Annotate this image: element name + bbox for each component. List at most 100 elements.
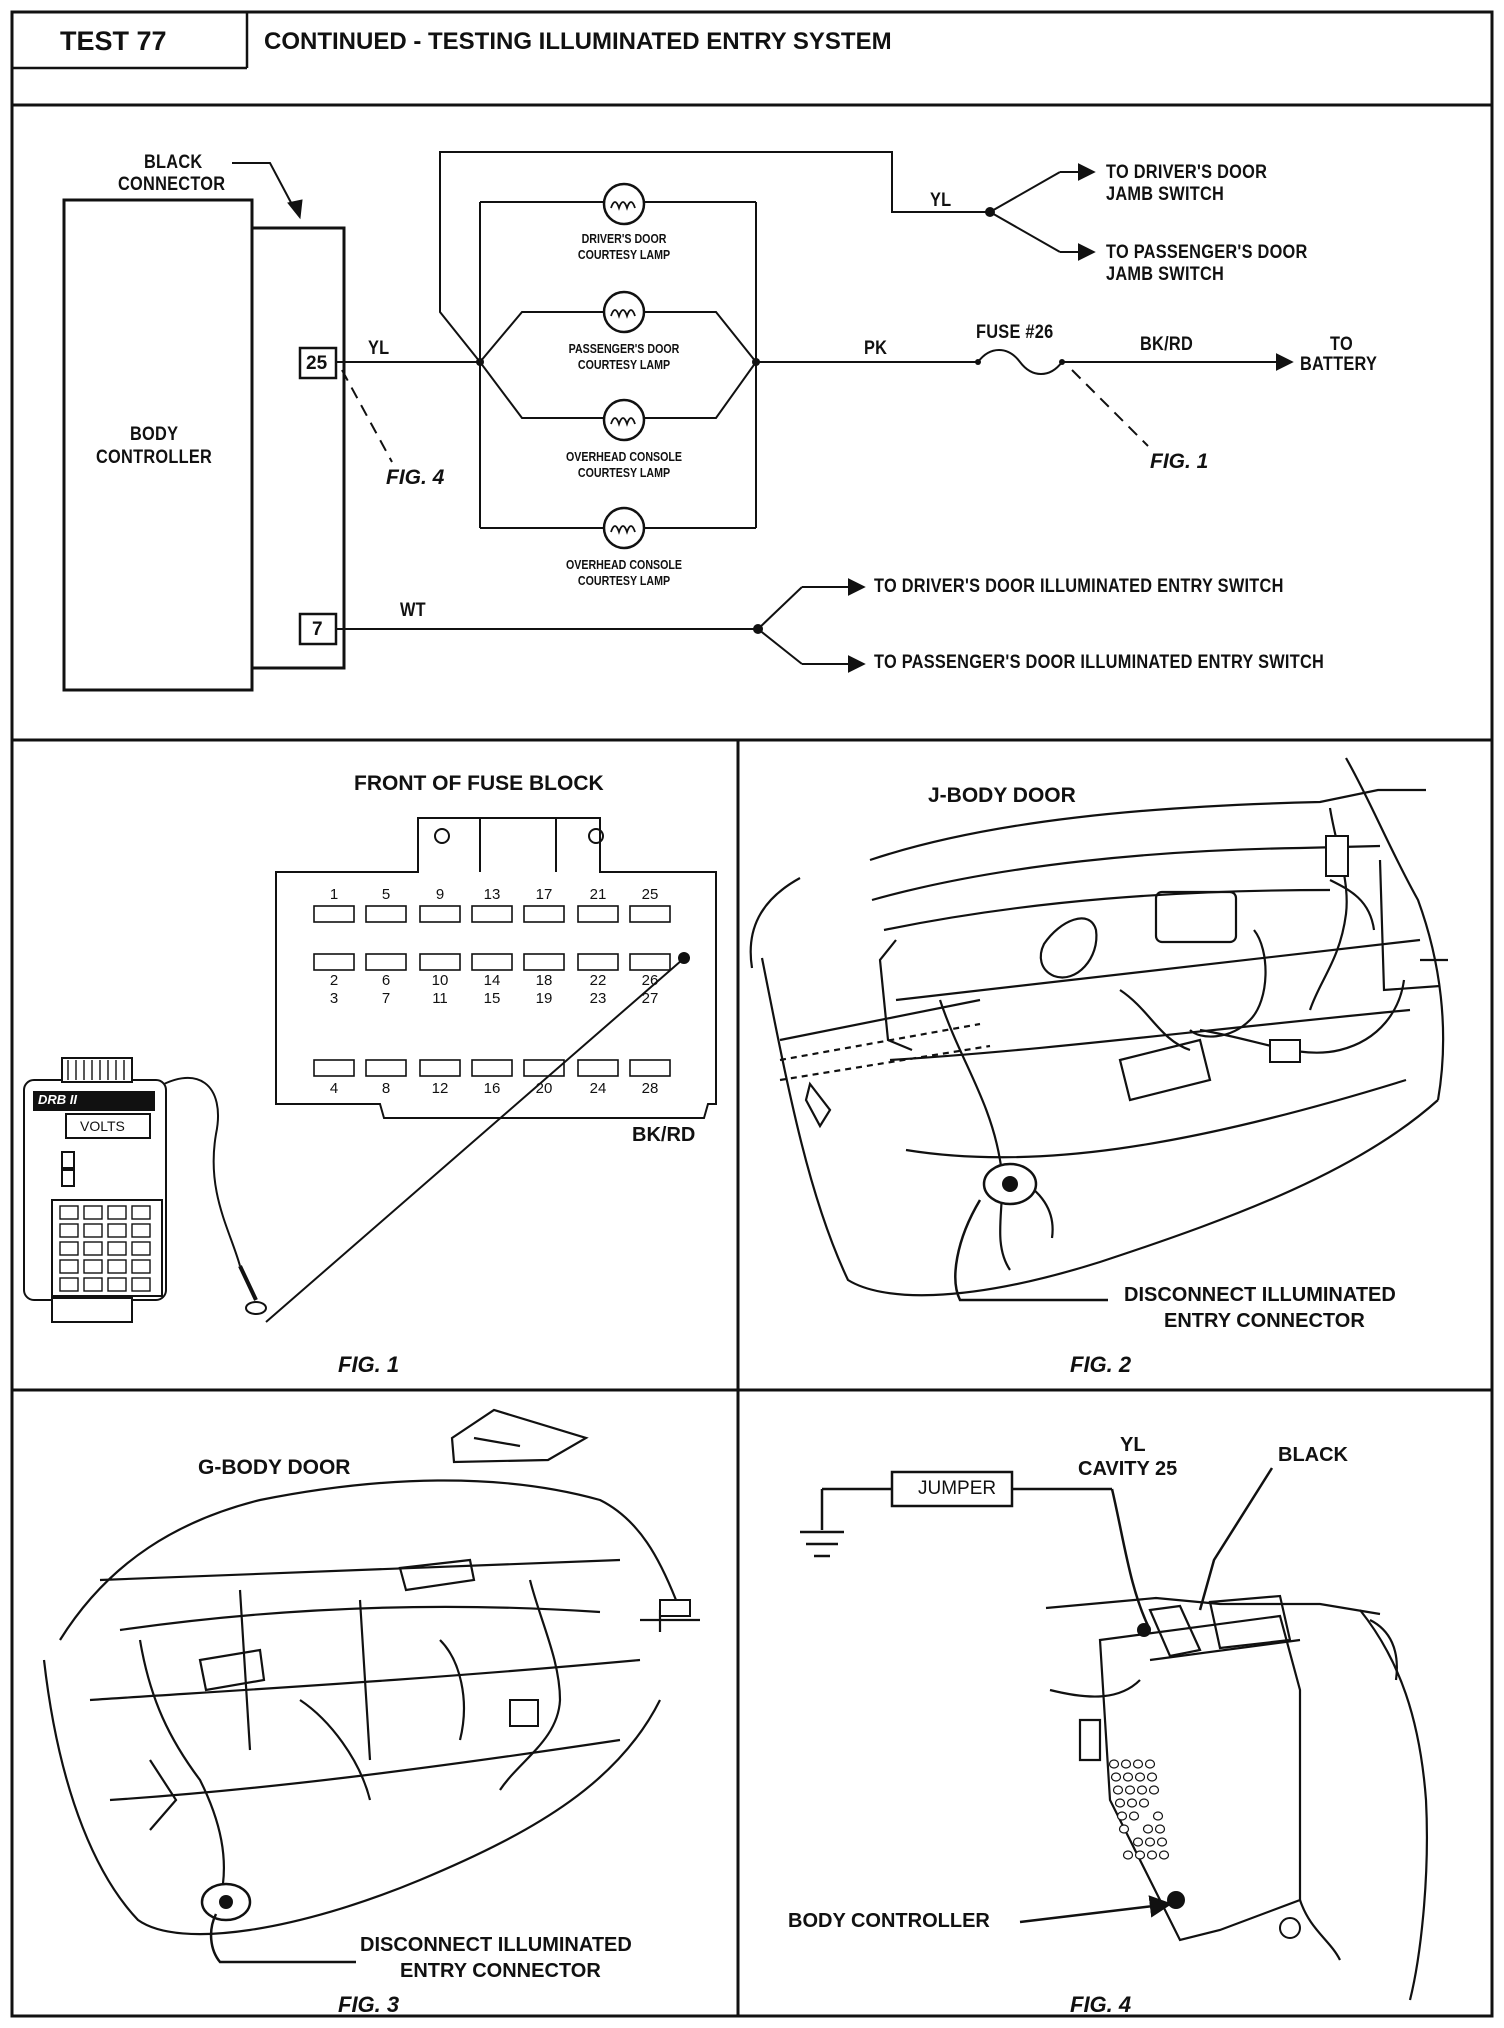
fuse-number-22: 22	[589, 972, 607, 989]
black-connector-label-line1: BLACK	[144, 152, 203, 173]
junction-dots	[476, 207, 1065, 634]
body-controller-schematic	[62, 162, 346, 692]
fig4-body-controller-label: BODY CONTROLLER	[788, 1910, 990, 1932]
lamp-overhead-1-line1: OVERHEAD CONSOLE	[565, 449, 683, 464]
vent-hole	[1158, 1850, 1170, 1860]
wire-pk-label: PK	[864, 338, 888, 359]
keypad-key	[131, 1205, 151, 1220]
fig2-callout-line1: DISCONNECT ILLUMINATED	[1124, 1284, 1396, 1306]
dest-drivers-ie-switch: TO DRIVER'S DOOR ILLUMINATED ENTRY SWITC…	[874, 576, 1284, 597]
fuse-number-13: 13	[483, 886, 501, 903]
keypad-key	[131, 1277, 151, 1292]
body-controller-label-line2: CONTROLLER	[96, 447, 213, 468]
fuse-number-1: 1	[329, 886, 339, 903]
page-title: CONTINUED - TESTING ILLUMINATED ENTRY SY…	[264, 28, 892, 55]
keypad-key	[131, 1259, 151, 1274]
fuse-slot	[419, 1059, 461, 1077]
fuse-number-15: 15	[483, 990, 501, 1007]
dest-drivers-jamb-line2: JAMB SWITCH	[1106, 184, 1225, 205]
dest-passengers-jamb-line2: JAMB SWITCH	[1106, 264, 1225, 285]
fuse-number-28: 28	[641, 1080, 659, 1097]
lamp-passenger-door-line1: PASSENGER'S DOOR	[568, 341, 680, 356]
keypad-key	[107, 1277, 127, 1292]
dest-drivers-jamb-line1: TO DRIVER'S DOOR	[1106, 162, 1268, 183]
controller-vent-holes	[1108, 1759, 1170, 1860]
mount-bolt	[1279, 1917, 1301, 1939]
fig3-caption: FIG. 3	[338, 1992, 400, 2017]
probe-point	[678, 952, 690, 964]
fuse-slot	[629, 905, 671, 923]
pin-7: 7	[312, 619, 323, 640]
courtesy-lamp-symbols	[602, 182, 646, 550]
pin-25: 25	[306, 353, 328, 374]
fuse-number-7: 7	[381, 990, 391, 1007]
to-battery-line1: TO	[1330, 334, 1353, 355]
fig4-black-label: BLACK	[1278, 1444, 1348, 1466]
wire-wt-label: WT	[400, 600, 426, 621]
meter-brand: DRB II	[38, 1092, 77, 1107]
vent-hole	[1154, 1824, 1166, 1834]
vent-hole	[1142, 1824, 1154, 1834]
fuse-number-18: 18	[535, 972, 553, 989]
fuse-number-2: 2	[329, 972, 339, 989]
vent-hole	[1128, 1811, 1140, 1821]
vent-hole	[1122, 1772, 1134, 1782]
keypad-key	[131, 1241, 151, 1256]
wire-bkrd-label: BK/RD	[1140, 334, 1194, 355]
fuse-number-3: 3	[329, 990, 339, 1007]
vent-hole	[1122, 1850, 1134, 1860]
fig1-caption: FIG. 1	[338, 1352, 400, 1377]
fig4-yl-label: YL	[1120, 1434, 1146, 1456]
vent-hole	[1118, 1824, 1130, 1834]
vent-hole	[1134, 1850, 1146, 1860]
fuse-number-14: 14	[483, 972, 501, 989]
fuse-number-11: 11	[432, 990, 448, 1007]
fig2-title: J-BODY DOOR	[928, 784, 1076, 807]
vent-hole	[1134, 1772, 1146, 1782]
fuse-block	[275, 817, 717, 1119]
fuse-number-17: 17	[535, 886, 553, 903]
keypad-key	[83, 1259, 103, 1274]
fig3-callout-line2: ENTRY CONNECTOR	[400, 1960, 601, 1982]
g-body-connectors	[200, 1599, 691, 1922]
vent-hole	[1120, 1759, 1132, 1769]
keypad-key	[83, 1205, 103, 1220]
fuse-slot	[577, 953, 619, 971]
wire-yl-label: YL	[368, 338, 390, 359]
fuse-slots	[313, 905, 671, 1077]
vent-hole	[1110, 1772, 1122, 1782]
fuse-number-6: 6	[381, 972, 391, 989]
fuse-number-23: 23	[589, 990, 607, 1007]
vent-hole	[1114, 1798, 1126, 1808]
vent-hole	[1136, 1785, 1148, 1795]
lamp-filaments	[610, 201, 636, 535]
fuse-number-16: 16	[483, 1080, 501, 1097]
keypad-key	[107, 1259, 127, 1274]
lamp-driver-door-line1: DRIVER'S DOOR	[581, 231, 667, 246]
vent-hole	[1146, 1772, 1158, 1782]
fuse-slot	[577, 1059, 619, 1077]
keypad-key	[107, 1223, 127, 1238]
fuse-number-25: 25	[641, 886, 659, 903]
vent-hole	[1124, 1785, 1136, 1795]
vent-hole	[1156, 1837, 1168, 1847]
vent-hole	[1126, 1798, 1138, 1808]
page-frame	[10, 10, 1494, 2018]
fuse-slot	[365, 1059, 407, 1077]
fuse-number-9: 9	[435, 886, 445, 903]
lamp-driver-door-line2: COURTESY LAMP	[577, 247, 671, 262]
vent-hole	[1152, 1811, 1164, 1821]
fig1-bkrd-label: BK/RD	[632, 1124, 696, 1146]
fuse-slot	[419, 953, 461, 971]
fig2-caption: FIG. 2	[1070, 1352, 1132, 1377]
fuse-number-19: 19	[535, 990, 553, 1007]
lamp-overhead-2-line2: COURTESY LAMP	[577, 573, 671, 588]
fuse-slot	[313, 953, 355, 971]
keypad-key	[107, 1241, 127, 1256]
probe-wiring	[149, 959, 683, 1323]
vent-hole	[1146, 1850, 1158, 1860]
keypad-key	[59, 1205, 79, 1220]
vent-hole	[1108, 1759, 1120, 1769]
g-body-door-illustration	[42, 1408, 700, 1936]
fuse-number-8: 8	[381, 1080, 391, 1097]
